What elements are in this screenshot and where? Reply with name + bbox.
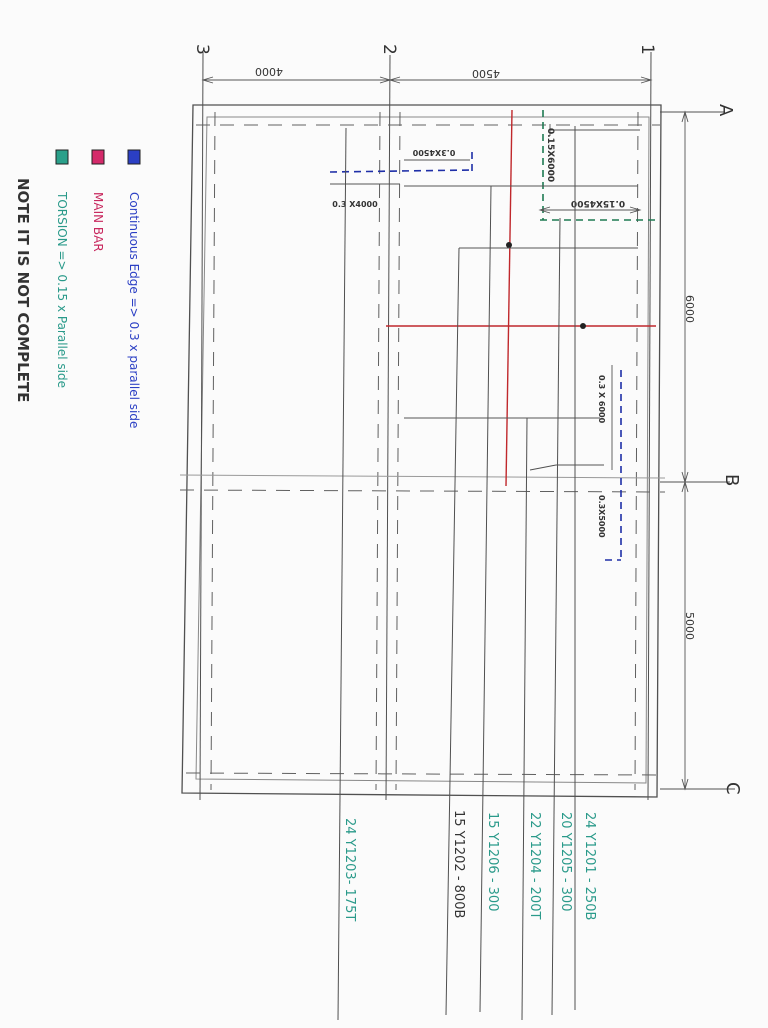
continuous-edge-zones: 0.3X4500 0.3 X4000 0.3 X 6000 0.3X5000 — [329, 148, 622, 561]
bar-extent-lines — [337, 126, 638, 1021]
grid-col-2: 2 — [379, 44, 399, 55]
bar-callout: 24 Y1203- 175T — [342, 818, 357, 921]
grid-col-3: 3 — [192, 44, 212, 55]
grid-row-b: B — [721, 474, 742, 486]
bar-callout: 15 Y1206 - 300 — [485, 812, 500, 911]
dim-span-2-3: 4000 — [255, 65, 283, 78]
bar-callout: 22 Y1204 - 200T — [527, 812, 542, 919]
legend-label: Continuous Edge => 0.3 x parallel side — [127, 192, 141, 428]
cont-edge-label-side: 0.3 X4000 — [332, 200, 378, 209]
legend-swatch — [55, 149, 69, 165]
main-bar-vertical — [505, 109, 513, 487]
cont-edge-label-right-2: 0.3X5000 — [597, 495, 606, 538]
grid-lines — [179, 51, 666, 801]
bar-callouts: 24 Y1201 - 250B 20 Y1205 - 300 22 Y1204 - … — [342, 810, 597, 921]
torsion-zone: 0.15X6000 0.15X4500 — [538, 110, 660, 221]
note-text: NOTE IT IS NOT COMPLETE — [14, 178, 32, 402]
cont-edge-label-right-1: 0.3 X 6000 — [597, 375, 606, 424]
cont-edge-label-top: 0.3X4500 — [412, 148, 455, 157]
legend-swatch — [91, 149, 105, 165]
bar-callout: 20 Y1205 - 300 — [558, 812, 573, 911]
dim-span-a-b: 6000 — [683, 295, 696, 323]
legend-label: MAIN BAR — [91, 192, 105, 252]
grid-col-1: 1 — [637, 44, 657, 55]
dim-span-b-c: 5000 — [683, 612, 696, 640]
torsion-label-top: 0.15X6000 — [545, 128, 555, 182]
torsion-label-side: 0.15X4500 — [571, 198, 625, 208]
legend-label: TORSION => 0.15 x Parallel side — [55, 191, 69, 388]
grid-row-a: A — [715, 104, 736, 117]
main-bars — [386, 109, 656, 487]
bar-callout: 24 Y1201 - 250B — [582, 812, 597, 920]
legend-swatch — [127, 149, 141, 165]
bar-callout: 15 Y1202 - 800B — [451, 810, 466, 918]
row-markers: A B C — [660, 104, 743, 795]
right-dimension-line: 6000 5000 — [681, 110, 696, 791]
grid-row-c: C — [722, 782, 743, 795]
legend: Continuous Edge => 0.3 x parallel side MA… — [55, 149, 141, 428]
slab-outline — [181, 104, 662, 798]
column-markers: 1 2 3 — [192, 44, 657, 55]
dim-span-1-2: 4500 — [472, 67, 500, 80]
top-dimension-line: 4000 4500 — [201, 65, 653, 84]
